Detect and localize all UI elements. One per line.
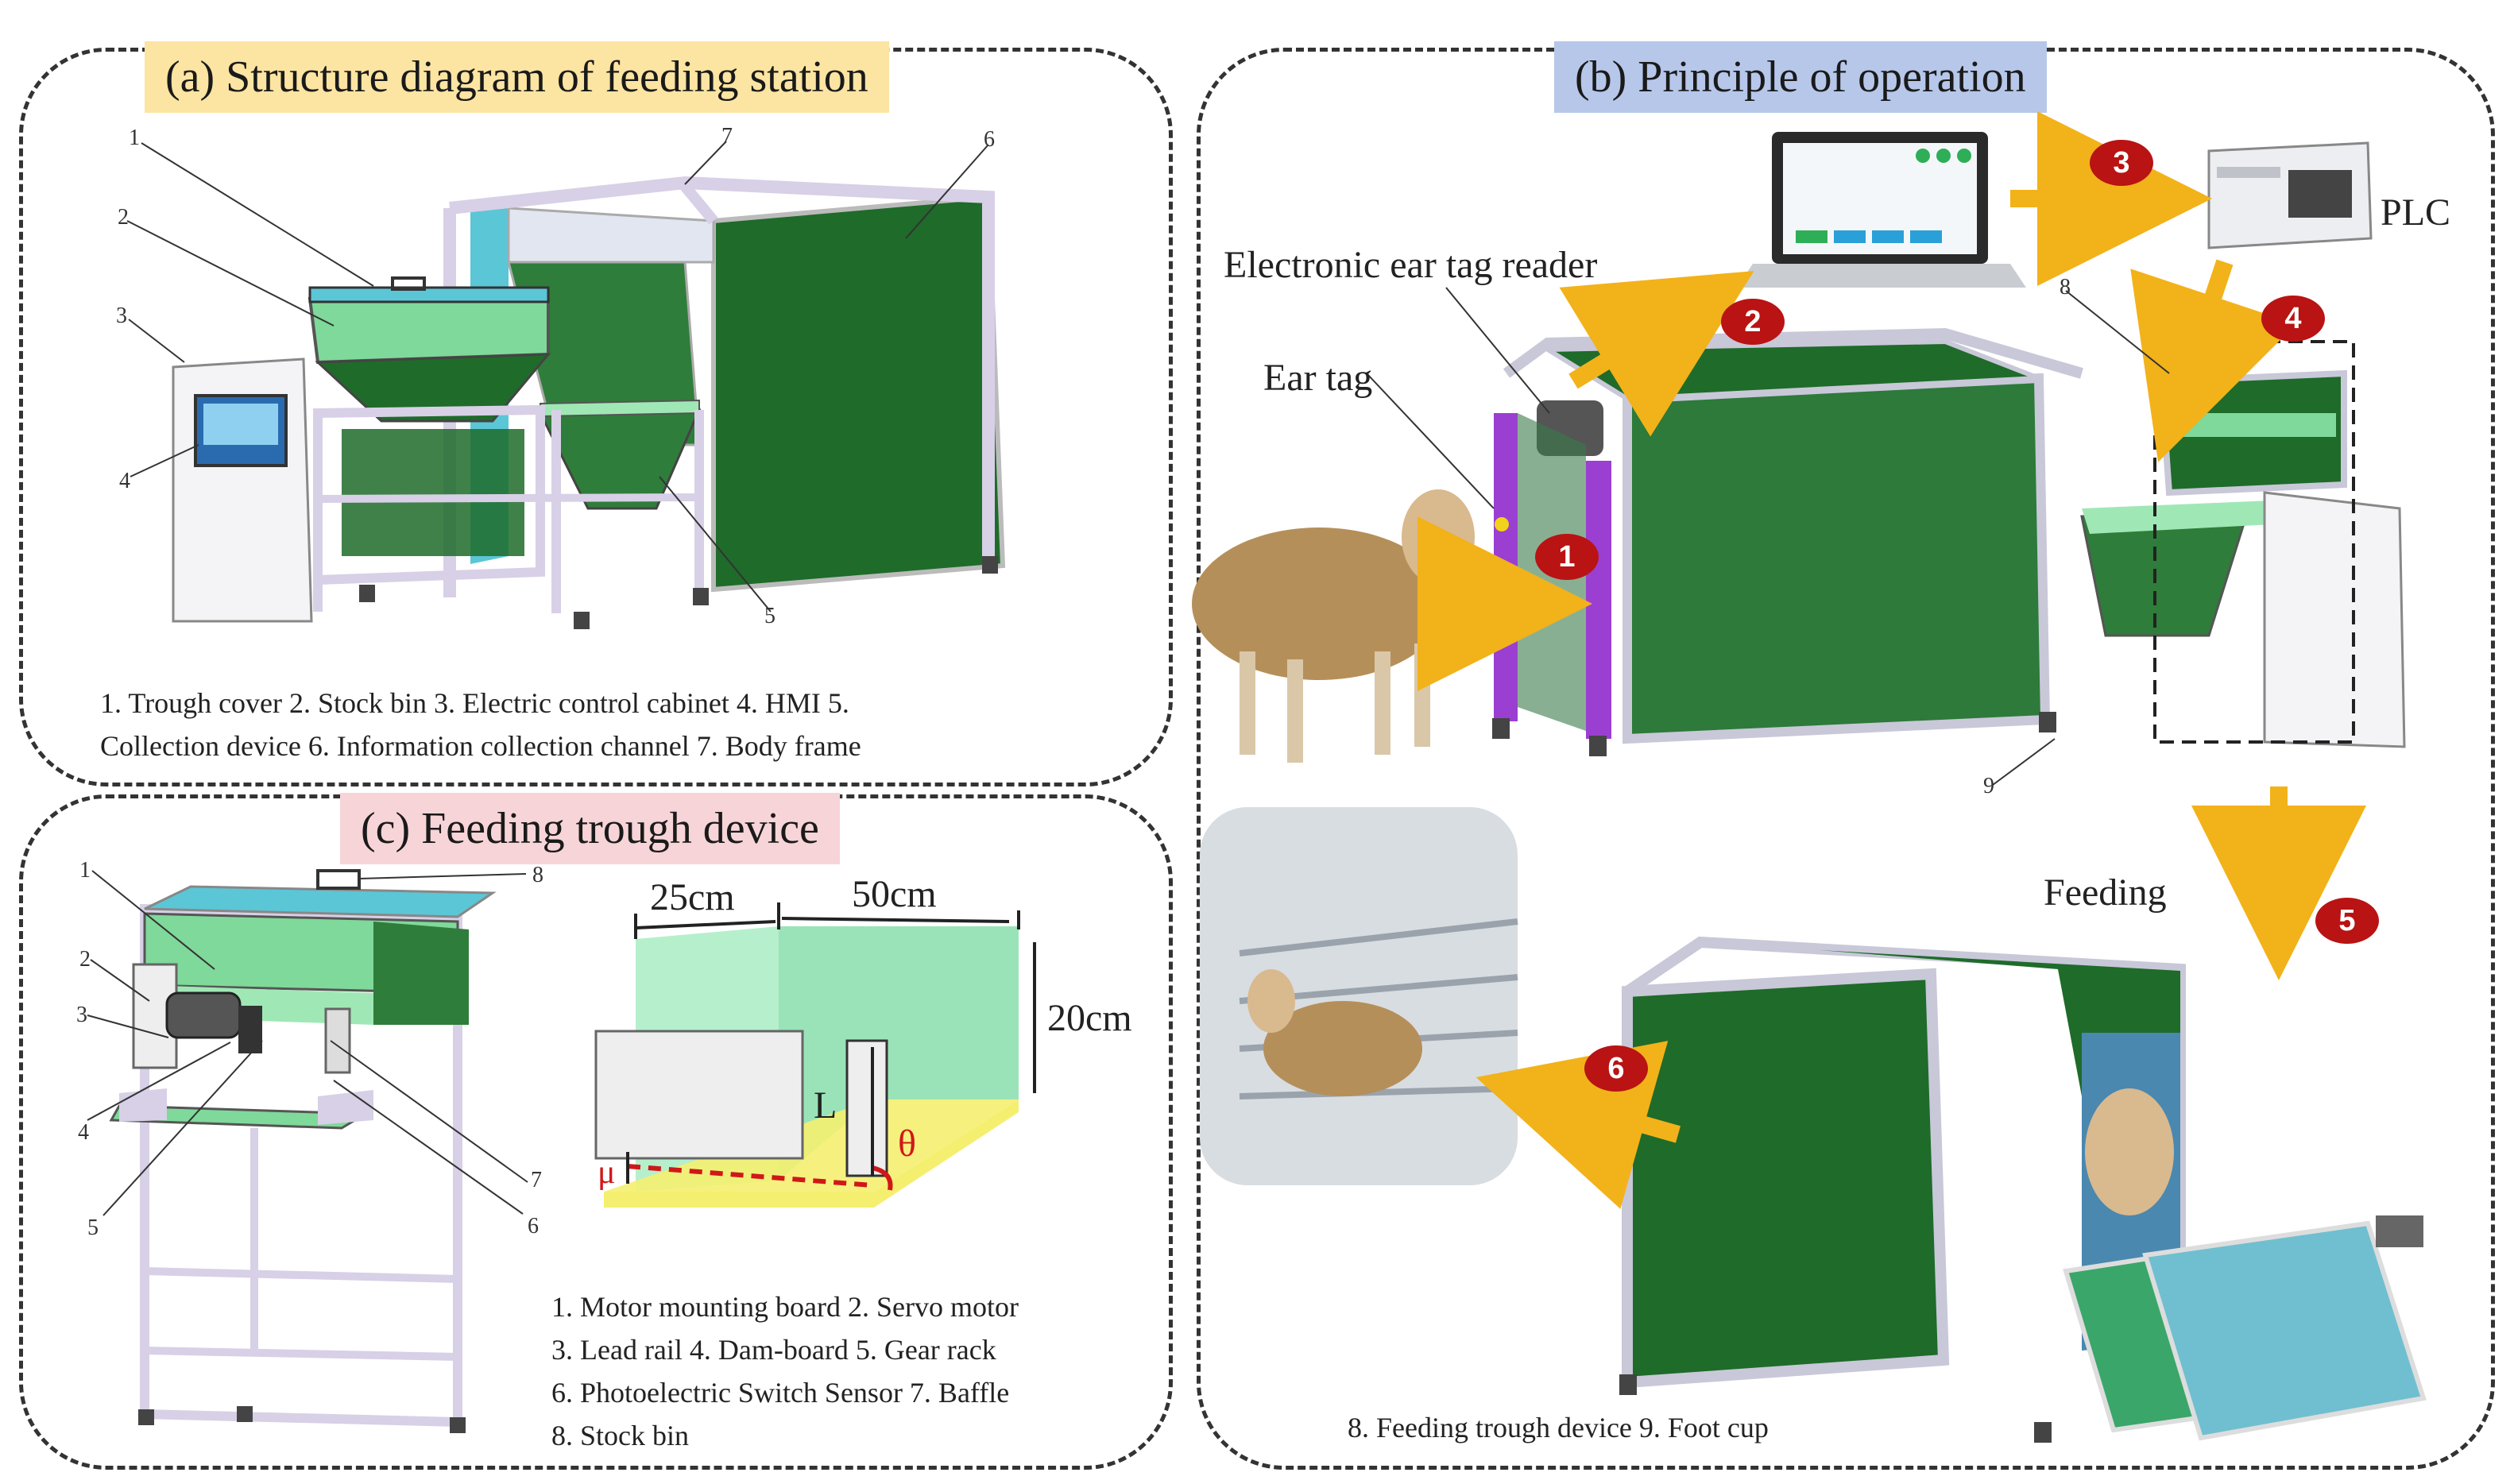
feeding-trough-device-c bbox=[87, 869, 1036, 1433]
step-badge-2: 2 bbox=[1721, 299, 1785, 345]
panel-a-number-5: 5 bbox=[764, 604, 775, 628]
dimension-20cm: 20cm bbox=[1047, 997, 1132, 1039]
feeding-label: Feeding bbox=[2044, 871, 2167, 914]
feeding-trough-device-b bbox=[2080, 340, 2406, 748]
panel-c-number-4: 4 bbox=[78, 1120, 89, 1145]
ear-tag-label: Ear tag bbox=[1263, 357, 1373, 399]
panel-b-legend: 8. Feeding trough device 9. Foot cup bbox=[1348, 1412, 1769, 1443]
trough-cover bbox=[308, 286, 550, 303]
panel-c-number-6: 6 bbox=[528, 1214, 539, 1239]
purple-post-left bbox=[1494, 413, 1518, 721]
step-badge-1: 1 bbox=[1535, 534, 1599, 580]
panel-a-number-1: 1 bbox=[129, 126, 140, 150]
body-frame bbox=[449, 176, 995, 566]
laptop-hmi bbox=[1737, 132, 2026, 288]
panel-c-number-8: 8 bbox=[532, 863, 543, 887]
dimension-50cm: 50cm bbox=[852, 873, 937, 915]
panel-c-number-7: 7 bbox=[531, 1168, 542, 1192]
panel-c-legend-line-2: 3. Lead rail 4. Dam-board 5. Gear rack bbox=[551, 1334, 996, 1366]
panel-a-legend: 1. Trough cover 2. Stock bin 3. Electric… bbox=[100, 682, 1133, 767]
panel-a-number-7: 7 bbox=[721, 124, 733, 149]
panel-a-number-3: 3 bbox=[116, 303, 127, 328]
panel-a-number-4: 4 bbox=[119, 469, 130, 493]
step-badge-3: 3 bbox=[2090, 140, 2153, 186]
symbol-mu: μ bbox=[598, 1154, 616, 1191]
sheep-left bbox=[1192, 489, 1509, 763]
purple-post-right bbox=[1586, 461, 1611, 739]
panel-a-legend-line-2: Collection device 6. Information collect… bbox=[100, 730, 861, 762]
operation-principle-drawing bbox=[1192, 111, 2427, 1443]
servo-motor bbox=[165, 991, 242, 1039]
panel-b-number-9: 9 bbox=[1983, 774, 1994, 798]
plc-unit bbox=[2207, 141, 2373, 249]
panel-c-legend-line-4: 8. Stock bin bbox=[551, 1420, 690, 1451]
flow-arrows bbox=[1418, 111, 2366, 1209]
step-badge-5: 5 bbox=[2315, 898, 2379, 944]
symbol-L: L bbox=[814, 1084, 837, 1127]
panel-c-number-3: 3 bbox=[76, 1003, 87, 1027]
panel-a-legend-line-1: 1. Trough cover 2. Stock bin 3. Electric… bbox=[100, 687, 849, 719]
feeding-trough-station bbox=[1619, 936, 2427, 1443]
information-collection-channel bbox=[711, 194, 1006, 593]
ear-tag-reader-label: Electronic ear tag reader bbox=[1224, 244, 1598, 286]
panel-a-number-6: 6 bbox=[984, 127, 995, 152]
dimension-25cm: 25cm bbox=[650, 876, 735, 918]
arrow-4 bbox=[2130, 259, 2297, 462]
panel-c-number-2: 2 bbox=[79, 947, 91, 972]
arrow-2 bbox=[1559, 271, 1754, 437]
panel-b-title: (b) Principle of operation bbox=[1554, 41, 2047, 113]
panel-b-number-8: 8 bbox=[2060, 275, 2071, 300]
panel-c-number-5: 5 bbox=[87, 1215, 99, 1240]
panel-c-title: (c) Feeding trough device bbox=[340, 793, 840, 864]
arrow-6 bbox=[1476, 1041, 1681, 1209]
plc-label: PLC bbox=[2381, 191, 2451, 234]
panel-a-title: (a) Structure diagram of feeding station bbox=[145, 41, 889, 113]
feeding-station-structure bbox=[126, 141, 1006, 629]
step-badge-6: 6 bbox=[1584, 1045, 1648, 1092]
panel-a-number-2: 2 bbox=[118, 205, 129, 230]
panel-c-legend-line-1: 1. Motor mounting board 2. Servo motor bbox=[551, 1291, 1019, 1323]
panel-c-legend: 1. Motor mounting board 2. Servo motor 3… bbox=[551, 1285, 1155, 1457]
sheep-photo-inset bbox=[1200, 807, 1518, 1185]
symbol-theta: θ bbox=[898, 1123, 916, 1165]
panel-c-number-1: 1 bbox=[79, 858, 91, 883]
step-badge-4: 4 bbox=[2261, 296, 2325, 342]
panel-c-legend-line-3: 6. Photoelectric Switch Sensor 7. Baffle bbox=[551, 1377, 1010, 1409]
ear-tag bbox=[1495, 517, 1509, 531]
